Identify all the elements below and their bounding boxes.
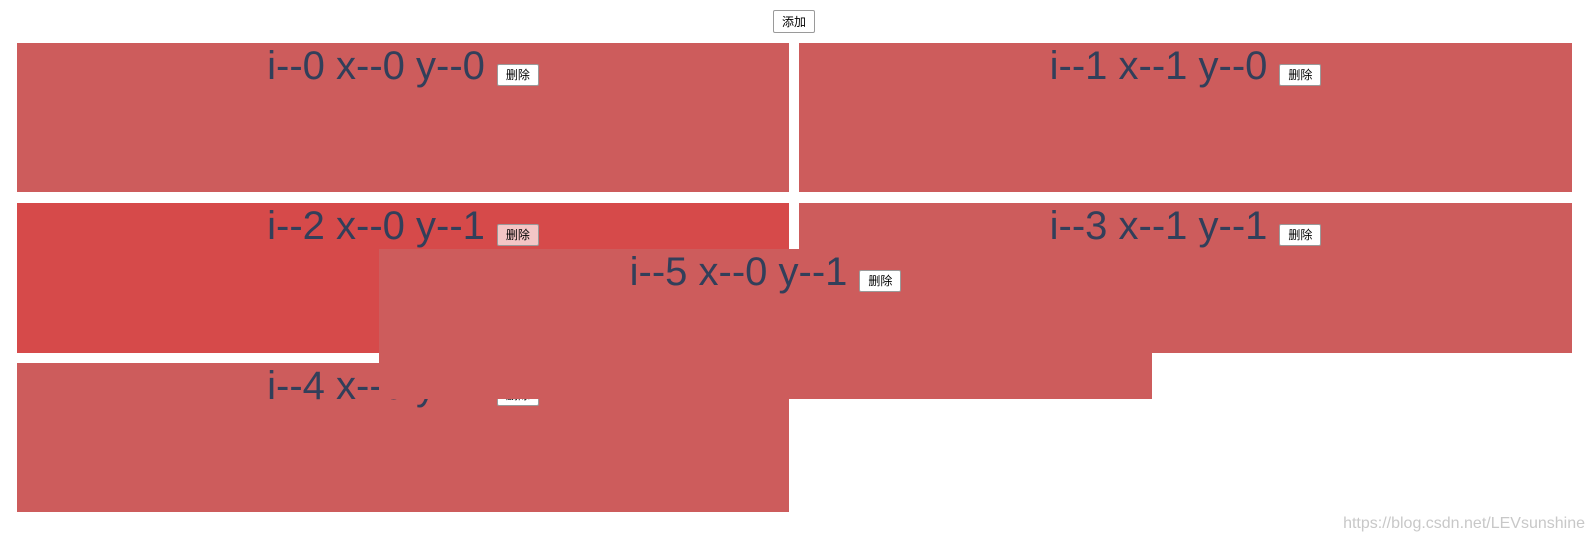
- grid-item-label: i--0 x--0 y--0: [267, 44, 485, 88]
- delete-button[interactable]: 删除: [496, 64, 539, 86]
- watermark: https://blog.csdn.net/LEVsunshine: [1343, 515, 1585, 532]
- grid-item-label: i--1 x--1 y--0: [1049, 44, 1268, 88]
- grid-item-label: i--2 x--0 y--1: [267, 204, 485, 248]
- add-button[interactable]: 添加: [773, 10, 815, 33]
- grid-item-label: i--3 x--1 y--1: [1049, 204, 1268, 248]
- grid-item-label: i--5 x--0 y--1: [629, 250, 848, 294]
- delete-button[interactable]: 删除: [859, 270, 902, 292]
- delete-button[interactable]: 删除: [496, 224, 539, 246]
- delete-button[interactable]: 删除: [1279, 64, 1322, 86]
- delete-button[interactable]: 删除: [1279, 224, 1322, 246]
- grid-item[interactable]: i--1 x--1 y--0 删除: [799, 43, 1572, 192]
- grid-item-dragging[interactable]: i--5 x--0 y--1 删除: [379, 249, 1152, 399]
- grid-item[interactable]: i--0 x--0 y--0 删除: [17, 43, 789, 192]
